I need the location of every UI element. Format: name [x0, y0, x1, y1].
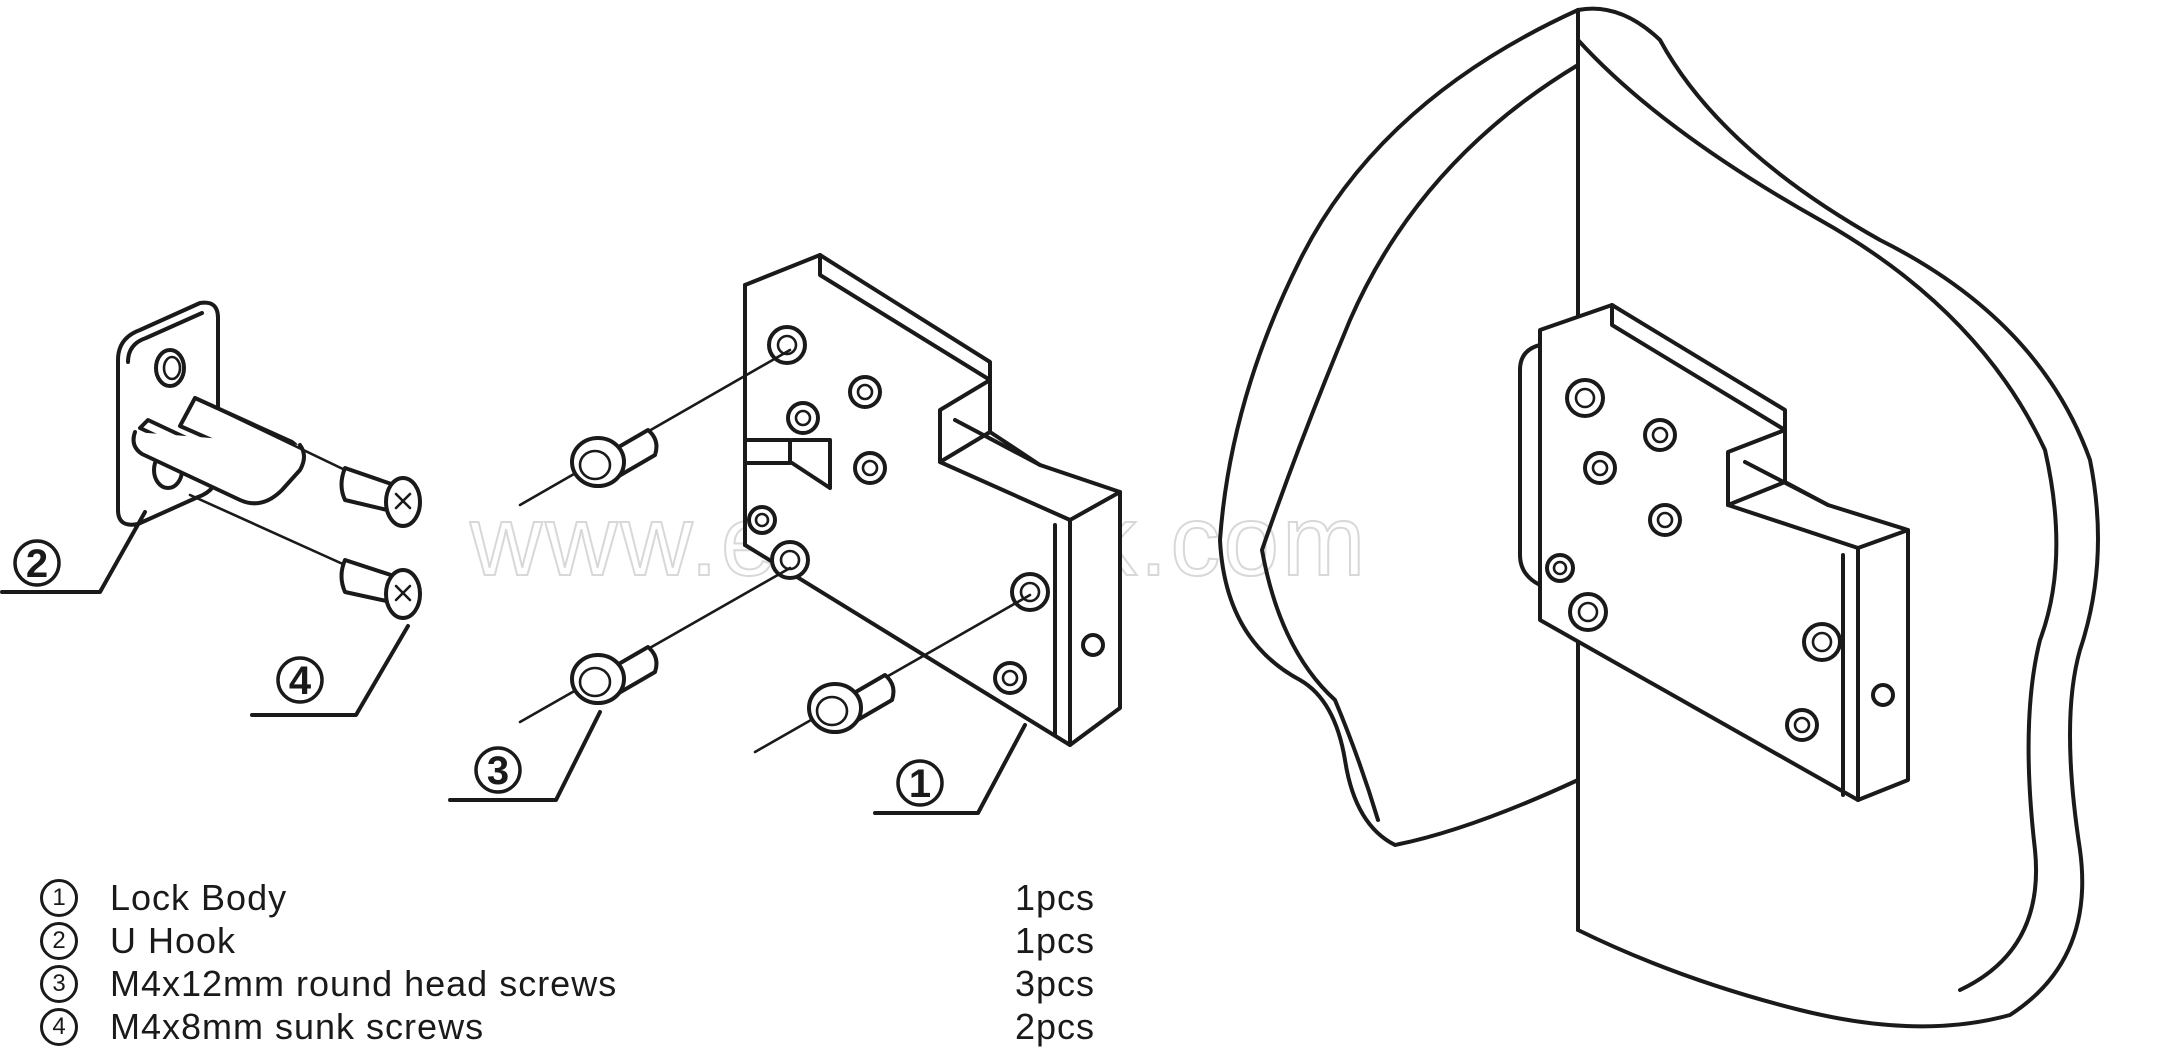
part-name: Lock Body [110, 876, 288, 918]
round-head-screw-middle [518, 566, 792, 724]
part-quantity: 3pcs [1015, 962, 1096, 1004]
sunk-screw-upper [218, 408, 422, 528]
svg-text:4: 4 [289, 659, 312, 703]
part-quantity: 1pcs [1015, 919, 1096, 961]
u-hook-drawing [116, 300, 306, 527]
part-row-lock-body: 1 Lock Body 1pcs [40, 876, 1120, 919]
part-quantity: 2pcs [1015, 1005, 1096, 1047]
part-number-badge: 4 [40, 1007, 78, 1046]
part-row-u-hook: 2 U Hook 1pcs [40, 919, 1120, 962]
part-quantity: 1pcs [1015, 876, 1096, 918]
part-row-round-head-screws: 3 M4x12mm round head screws 3pcs [40, 962, 1120, 1005]
part-name: U Hook [110, 919, 237, 961]
lock-body-mounted [1518, 303, 1910, 802]
callout-3: 3 [448, 710, 602, 802]
part-number-badge: 1 [40, 878, 78, 917]
lock-body-exploded [743, 253, 1122, 747]
round-head-screw-top [518, 348, 792, 507]
svg-text:1: 1 [909, 762, 931, 806]
sunk-screw-lower [188, 493, 422, 620]
part-number-badge: 3 [40, 964, 78, 1003]
callout-2: 2 [0, 510, 147, 594]
callout-4: 4 [250, 624, 410, 717]
parts-list: 1 Lock Body 1pcs 2 U Hook 1pcs 3 M4x12mm… [40, 876, 1120, 1048]
part-row-sunk-screws: 4 M4x8mm sunk screws 2pcs [40, 1005, 1120, 1048]
part-name: M4x8mm sunk screws [110, 1005, 485, 1047]
part-name: M4x12mm round head screws [110, 962, 618, 1004]
cabinet-panel [1218, 6, 2100, 1029]
callout-1: 1 [873, 723, 1027, 815]
svg-text:3: 3 [487, 749, 509, 793]
part-number-badge: 2 [40, 921, 78, 960]
round-head-screw-bottom [753, 593, 1032, 754]
svg-text:2: 2 [26, 542, 48, 586]
